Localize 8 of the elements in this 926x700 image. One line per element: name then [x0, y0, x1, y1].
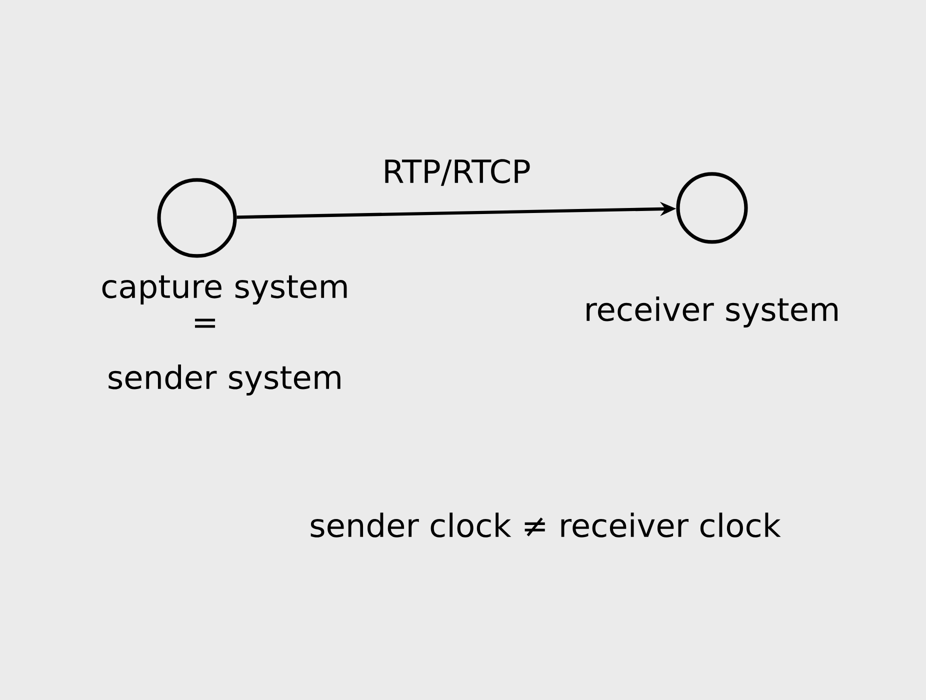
node-caption: = [194, 318, 216, 328]
node-caption: sender system [108, 364, 340, 396]
node-caption: capture system [102, 275, 347, 305]
note-text: sender clock ≠ receiver clock [310, 512, 781, 538]
node-caption: receiver system [586, 296, 838, 328]
circle-node [676, 172, 748, 244]
edge-label: RTP/RTCP [385, 159, 530, 186]
circle-node [157, 178, 237, 258]
